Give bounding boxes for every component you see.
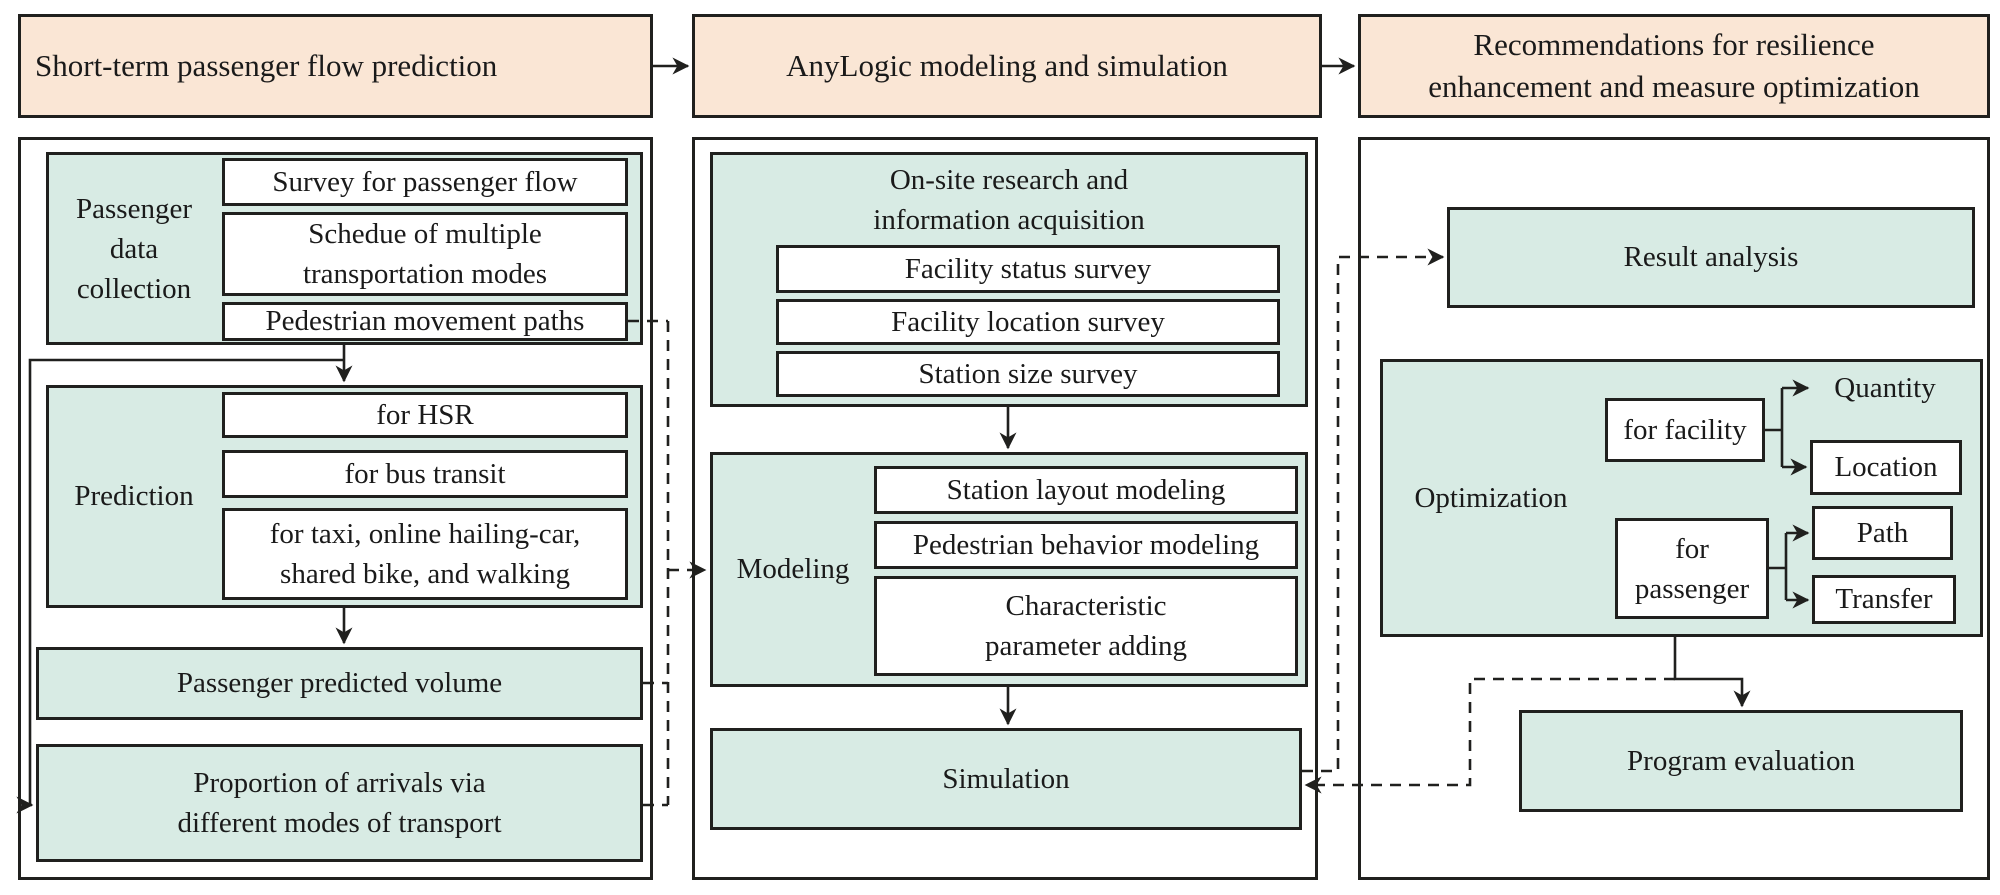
item-text: Pedestrian behavior modeling: [912, 528, 1260, 561]
header-recommendations: Recommendations for resilience enhanceme…: [1358, 14, 1990, 118]
text-line: enhancement and measure optimization: [1428, 69, 1920, 104]
box-text: Simulation: [942, 762, 1070, 795]
item-transfer: Transfer: [1812, 575, 1956, 624]
text-line: transportation modes: [302, 258, 548, 290]
text-line: Schedue of multiple: [308, 218, 542, 250]
modeling-label: Modeling: [712, 452, 874, 687]
item-text: Path: [1856, 516, 1909, 549]
item-text: Pedestrian movement paths: [265, 305, 585, 337]
item-text: Survey for passenger flow: [272, 165, 578, 198]
label-text: Quantity: [1834, 371, 1936, 404]
item-station-size-survey: Station size survey: [776, 351, 1280, 397]
label-text: Optimization: [1414, 481, 1568, 514]
box-proportion-of-arrivals: Proportion of arrivals via different mod…: [36, 744, 643, 862]
item-text: Schedue of multiple transportation modes: [303, 214, 547, 294]
item-facility-location-survey: Facility location survey: [776, 299, 1280, 345]
item-station-layout-modeling: Station layout modeling: [874, 466, 1298, 514]
text-line: Characteristic: [1005, 590, 1167, 622]
text-line: for: [1675, 532, 1709, 565]
item-for-passenger: for passenger: [1615, 518, 1769, 619]
text-line: shared bike, and walking: [280, 558, 570, 590]
item-for-bus-transit: for bus transit: [222, 450, 628, 498]
header-text: AnyLogic modeling and simulation: [786, 48, 1228, 83]
box-text: Proportion of arrivals via different mod…: [177, 763, 501, 843]
item-for-hsr: for HSR: [222, 392, 628, 438]
item-text: Station layout modeling: [946, 473, 1226, 506]
quantity-label: Quantity: [1812, 364, 1958, 412]
item-path: Path: [1812, 506, 1953, 560]
header-text: Short-term passenger flow prediction: [35, 48, 498, 83]
text-line: data: [109, 232, 159, 265]
box-text: Result analysis: [1623, 241, 1799, 273]
onsite-research-title: On-site research and information acquisi…: [710, 158, 1308, 242]
label-text: Passenger data collection: [76, 189, 192, 309]
item-for-facility: for facility: [1605, 398, 1765, 462]
text-line: collection: [76, 272, 192, 305]
box-simulation: Simulation: [710, 728, 1302, 830]
optimization-label: Optimization: [1386, 359, 1596, 637]
text-line: information acquisition: [873, 204, 1145, 236]
item-text: for taxi, online hailing-car, shared bik…: [270, 514, 580, 594]
box-text: Program evaluation: [1627, 744, 1855, 777]
header-short-term-prediction: Short-term passenger flow prediction: [18, 14, 653, 118]
text-line: Recommendations for resilience: [1473, 27, 1875, 62]
text-line: Passenger: [76, 192, 192, 225]
item-pedestrian-movement-paths: Pedestrian movement paths: [222, 302, 628, 341]
label-text: On-site research and information acquisi…: [873, 160, 1144, 240]
item-text: Location: [1834, 451, 1938, 483]
header-anylogic-simulation: AnyLogic modeling and simulation: [692, 14, 1322, 118]
item-text: Facility location survey: [891, 305, 1165, 338]
item-characteristic-parameter-adding: Characteristic parameter adding: [874, 576, 1298, 676]
box-passenger-predicted-volume: Passenger predicted volume: [36, 647, 643, 720]
text-line: passenger: [1634, 572, 1750, 605]
item-text: for passenger: [1635, 529, 1749, 609]
item-text: Transfer: [1835, 583, 1933, 615]
text-line: different modes of transport: [177, 807, 502, 839]
text-line: On-site research and: [889, 164, 1129, 196]
item-text: Station size survey: [918, 357, 1138, 390]
item-schedule-transport-modes: Schedue of multiple transportation modes: [222, 212, 628, 296]
text-line: Proportion of arrivals via: [193, 767, 486, 799]
label-text: Prediction: [74, 480, 194, 512]
prediction-label: Prediction: [46, 385, 222, 608]
box-result-analysis: Result analysis: [1447, 207, 1975, 308]
passenger-data-collection-label: Passenger data collection: [46, 152, 222, 345]
item-text: for facility: [1623, 413, 1747, 446]
item-text: for bus transit: [344, 457, 506, 490]
text-line: for taxi, online hailing-car,: [269, 518, 581, 550]
item-survey-passenger-flow: Survey for passenger flow: [222, 158, 628, 206]
item-location: Location: [1810, 440, 1962, 495]
header-text: Recommendations for resilience enhanceme…: [1428, 24, 1920, 108]
item-text: for HSR: [376, 398, 474, 431]
label-text: Modeling: [736, 553, 850, 585]
item-text: Facility status survey: [904, 252, 1152, 285]
box-program-evaluation: Program evaluation: [1519, 710, 1963, 812]
item-text: Characteristic parameter adding: [985, 586, 1187, 666]
box-text: Passenger predicted volume: [176, 667, 503, 699]
text-line: parameter adding: [984, 630, 1188, 662]
item-pedestrian-behavior-modeling: Pedestrian behavior modeling: [874, 521, 1298, 569]
item-facility-status-survey: Facility status survey: [776, 245, 1280, 293]
item-for-taxi-bike-walking: for taxi, online hailing-car, shared bik…: [222, 508, 628, 600]
